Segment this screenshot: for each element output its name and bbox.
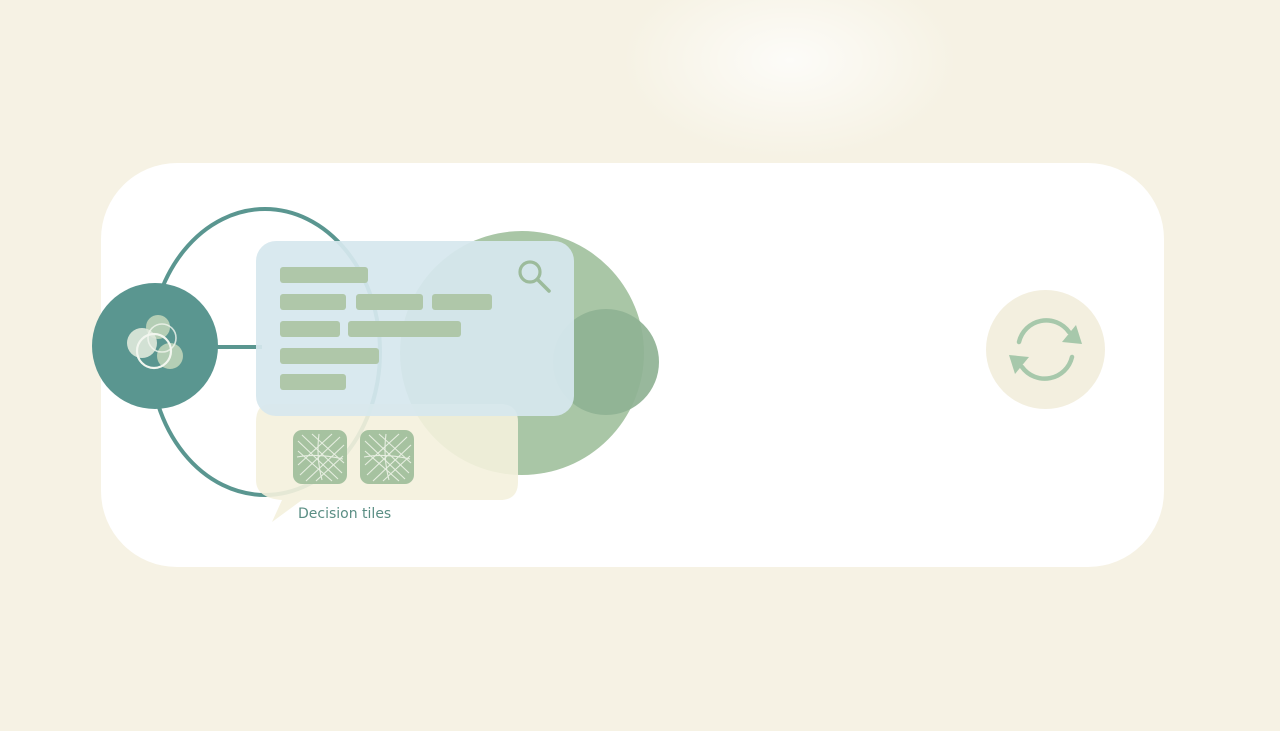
crosshatch-tile-icon[interactable] — [292, 429, 348, 485]
tiles-caption: Decision tiles — [298, 506, 392, 522]
refresh-button[interactable] — [986, 290, 1105, 409]
cluster-icon — [127, 315, 183, 370]
placeholder-bar — [280, 294, 346, 310]
placeholder-bar — [348, 321, 461, 337]
background-glow — [620, 0, 960, 160]
refresh-icon — [1009, 318, 1082, 381]
sage-blob-small — [553, 309, 659, 415]
placeholder-bar — [280, 267, 368, 283]
hub-icon-button[interactable] — [92, 283, 218, 409]
placeholder-bar — [280, 321, 340, 337]
search-icon[interactable] — [515, 257, 553, 295]
placeholder-bar — [280, 374, 346, 390]
placeholder-bar — [432, 294, 492, 310]
placeholder-bar — [356, 294, 423, 310]
placeholder-bar — [280, 348, 379, 364]
crosshatch-tile-icon[interactable] — [359, 429, 415, 485]
